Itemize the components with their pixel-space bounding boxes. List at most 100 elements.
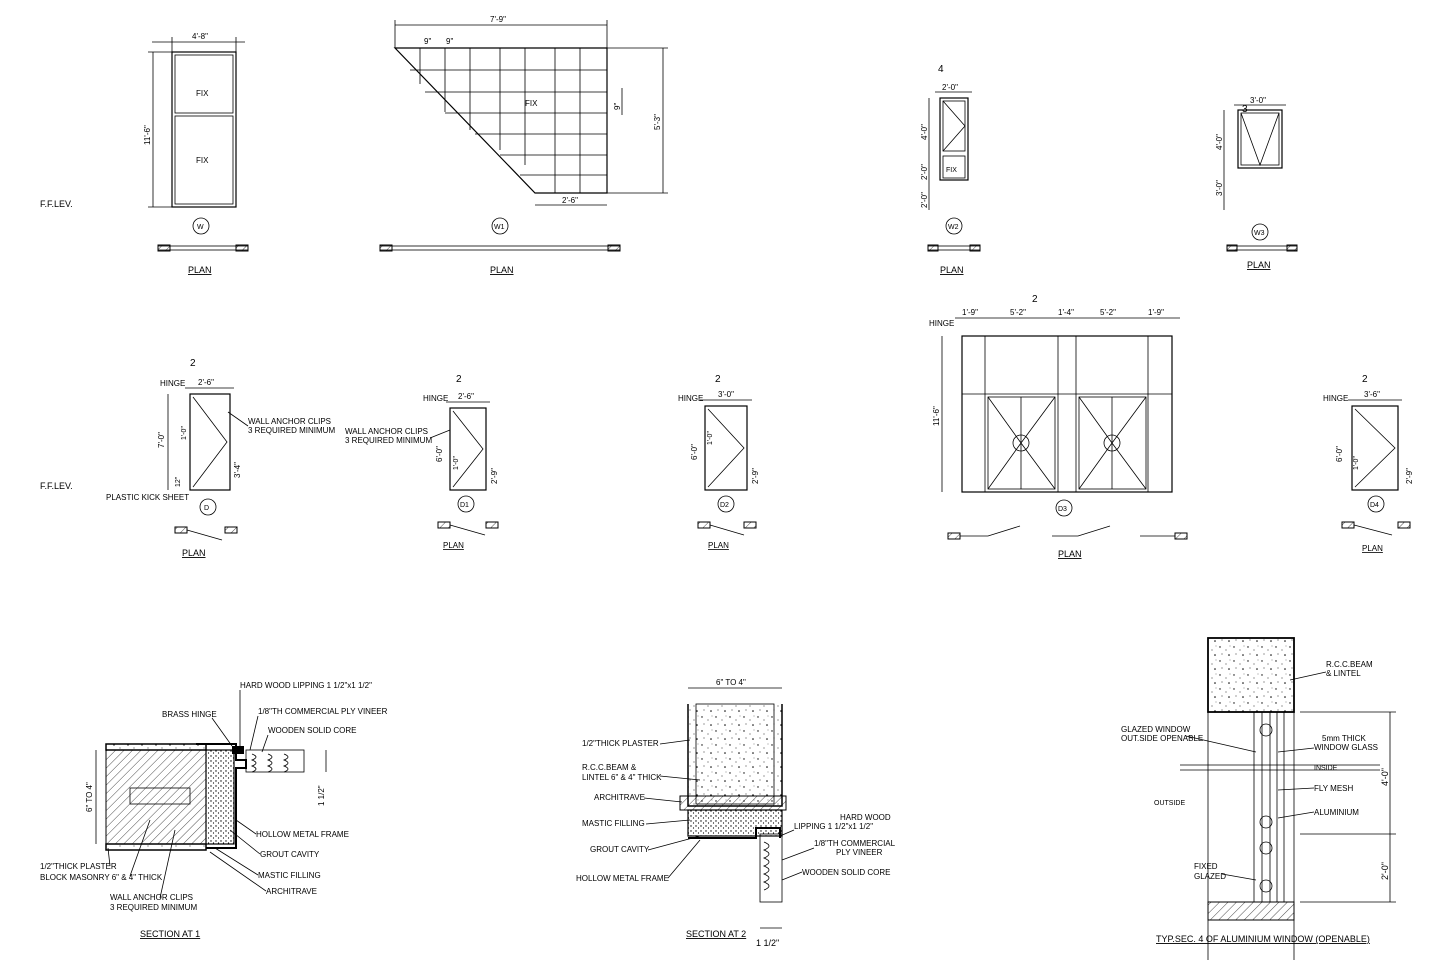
tag-circle (1251, 223, 1269, 241)
label-plan: PLAN (443, 541, 464, 550)
callout-beam: & LINTEL (1326, 669, 1361, 678)
tag-circle (199, 498, 217, 516)
label-plan: PLAN (490, 265, 514, 275)
door-d3-elevation: 2 1'-9" 5'-2" 1'-4" 5'-2" 1'-9" HINGE 11… (929, 294, 1188, 559)
callout-beam: R.C.C.BEAM (1326, 660, 1373, 669)
dim-w2-h3: 2'-0" (920, 192, 929, 208)
dim-d3-e: 1'-9" (1148, 308, 1164, 317)
label-hinge: HINGE (160, 379, 185, 388)
dim-d-width: 2'-6" (198, 378, 214, 387)
window-w2-elevation: 4 FIX 2'-0" 4'-0" 2'-0" 2'-0" W2 PLAN (920, 64, 981, 275)
callout-fixed: GLAZED (1194, 872, 1226, 881)
dim-d2-height: 6'-0" (690, 444, 699, 460)
door-d2-elevation: 2 3'-0" HINGE 6'-0" 1'-0" 2'-9" D2 PLAN (678, 374, 760, 550)
tag-circle (192, 217, 210, 235)
section-title: SECTION AT 1 (140, 929, 200, 939)
section-at-2: 6" TO 4" 1 1/2" 1/2"THICK PLASTER R.C.C.… (576, 678, 896, 948)
label-plan: PLAN (1058, 549, 1082, 559)
dim-d3-c: 1'-4" (1058, 308, 1074, 317)
kick-sheet-label: PLASTIC KICK SHEET (106, 493, 189, 502)
tag-w: W (197, 224, 204, 231)
dim-w3-width: 3'-0" (1250, 96, 1266, 105)
door-d-elevation: 2 2'-6" HINGE 7'-0" 1'-0" 3'-4" 12" WALL… (40, 358, 335, 558)
dim-w2-h1: 4'-0" (920, 124, 929, 140)
dim-d1-h3: 1'-0" (453, 456, 460, 470)
label-plan: PLAN (188, 265, 212, 275)
dim-d4-height: 6'-0" (1335, 446, 1344, 462)
dim-door: 1 1/2" (317, 785, 326, 806)
dim-1: 4'-0" (1380, 768, 1390, 786)
dim-d2-width: 3'-0" (718, 390, 734, 399)
label-hinge: HINGE (678, 394, 703, 403)
tag-circle (457, 495, 475, 513)
window-w1-elevation: 7'-9" 9" 9" 5'-3" 9" FIX 2'-6" W1 PLAN (379, 15, 668, 275)
dim-d3-height: 11'-6" (932, 406, 941, 426)
dim-d3-a: 1'-9" (962, 308, 978, 317)
section-marker: 2 (456, 374, 462, 385)
tag-d2: D2 (720, 502, 729, 509)
dim-d2-h3: 1'-0" (707, 431, 714, 445)
callout-architrave: ARCHITRAVE (594, 793, 645, 802)
door-d1-elevation: 2 2'-6" HINGE 6'-0" 1'-0" 2'-9" WALL ANC… (345, 374, 499, 550)
label-fix: FIX (946, 167, 957, 174)
tag-circle (1367, 495, 1385, 513)
tag-circle (945, 217, 963, 235)
section-marker: 2 (190, 358, 196, 369)
dim-d4-h3: 1'-0" (1353, 456, 1360, 470)
dim-d1-height: 6'-0" (435, 446, 444, 462)
dim-bottom: 1 1/2" (756, 938, 779, 948)
dim-w1-cell: 9" (613, 103, 622, 110)
label-plan: PLAN (708, 541, 729, 550)
callout-glazed: GLAZED WINDOW (1121, 725, 1191, 734)
callout-frame: HOLLOW METAL FRAME (576, 874, 669, 883)
section-title: SECTION AT 2 (686, 929, 746, 939)
callout-ply: 1/8"TH COMMERCIAL (814, 839, 896, 848)
callout-frame: HOLLOW METAL FRAME (256, 830, 349, 839)
label-plan: PLAN (1247, 260, 1271, 270)
dim-w-height: 11'-6" (143, 125, 152, 145)
callout-anchor: 3 REQUIRED MINIMUM (110, 903, 197, 912)
dim-d1-h2: 2'-9" (490, 468, 499, 484)
window-w-elevation: 4'-8" 11'-6" FIX FIX F.F.LEV. W PLAN (40, 32, 249, 275)
tag-d3: D3 (1058, 506, 1067, 513)
dim-w2-width: 2'-0" (942, 83, 958, 92)
section-marker: 4 (938, 64, 944, 75)
callout-masonry: BLOCK MASONRY 6" & 4" THICK (40, 873, 163, 882)
label-plan: PLAN (940, 265, 964, 275)
callout-core: WOODEN SOLID CORE (802, 868, 890, 877)
dim-d4-width: 3'-6" (1364, 390, 1380, 399)
section-title: TYP.SEC. 4 OF ALUMINIUM WINDOW (OPENABLE… (1156, 934, 1370, 944)
dim-d4-h2: 2'-9" (1405, 468, 1414, 484)
dim-d-kick: 12" (175, 476, 182, 487)
wall-anchor-label: WALL ANCHOR CLIPS (345, 427, 428, 436)
door-d4-elevation: 2 3'-6" HINGE 6'-0" 1'-0" 2'-9" D4 PLAN (1323, 374, 1414, 553)
tag-w2: W2 (948, 224, 959, 231)
section-marker: 2 (715, 374, 721, 385)
dim-d-h3: 1'-0" (181, 426, 188, 440)
label-plan: PLAN (182, 548, 206, 558)
callout-glass: WINDOW GLASS (1314, 743, 1378, 752)
callout-ply: 1/8"TH COMMERCIAL PLY VINEER (258, 707, 388, 716)
callout-plaster: 1/2"THICK PLASTER (40, 862, 117, 871)
dim-w1-c1: 9" (424, 37, 431, 46)
callout-hardwood: HARD WOOD (840, 813, 891, 822)
callout-aluminium: ALUMINIUM (1314, 808, 1359, 817)
dim-w1-width: 7'-9" (490, 15, 506, 24)
callout-ply: PLY VINEER (836, 848, 883, 857)
wall-anchor-label: 3 REQUIRED MINIMUM (248, 426, 335, 435)
label-hinge: HINGE (929, 319, 954, 328)
callout-beam: LINTEL 6" & 4" THICK (582, 773, 662, 782)
tag-circle (717, 495, 735, 513)
dim-w1-bottom: 2'-6" (562, 196, 578, 205)
section-marker: 2 (1362, 374, 1368, 385)
dim-w3-h2: 3'-0" (1215, 180, 1224, 196)
tag-d1: D1 (460, 502, 469, 509)
dim-d3-b: 5'-2" (1010, 308, 1026, 317)
label-fix: FIX (196, 156, 209, 165)
label-fix: FIX (196, 89, 209, 98)
callout-grout: GROUT CAVITY (590, 845, 650, 854)
dim-w2-h2: 2'-0" (920, 164, 929, 180)
callout-lipping: HARD WOOD LIPPING 1 1/2"x1 1/2" (240, 681, 372, 690)
callout-beam: R.C.C.BEAM & (582, 763, 637, 772)
dim-w-width: 4'-8" (192, 32, 208, 41)
